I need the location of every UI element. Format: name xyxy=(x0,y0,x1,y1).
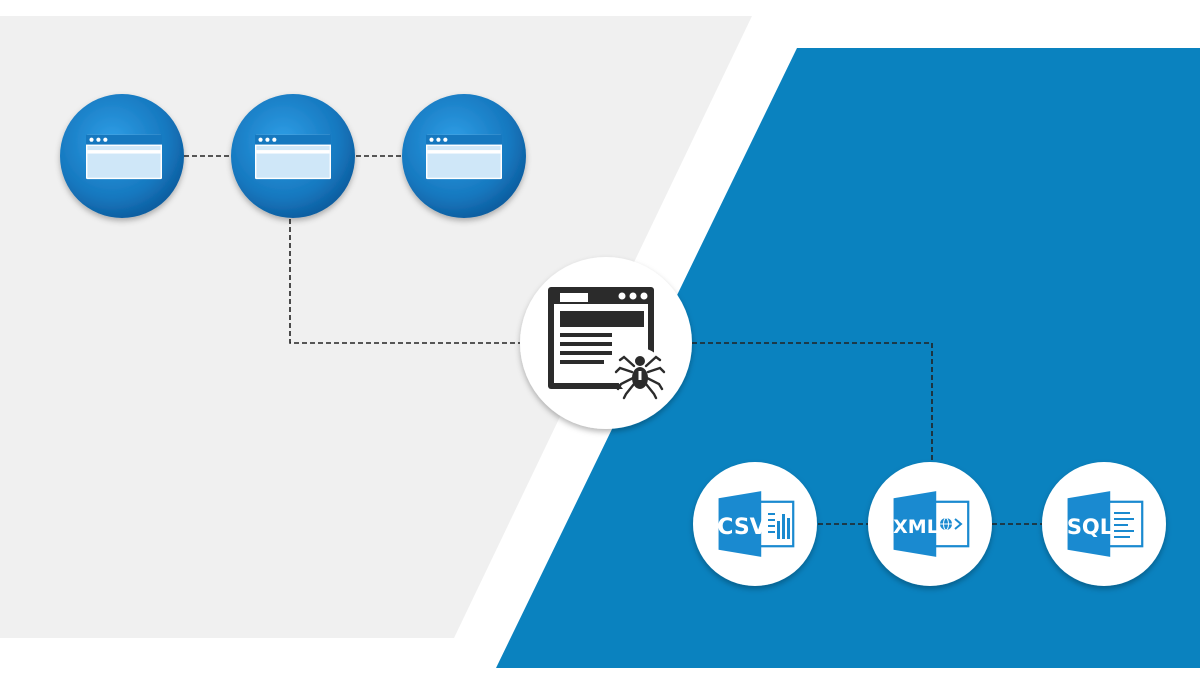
web-page-node-1 xyxy=(60,94,184,218)
output-label: XML xyxy=(893,516,939,538)
output-node-xml: XML xyxy=(868,462,992,586)
csv-file-icon xyxy=(717,490,795,559)
web-page-node-2 xyxy=(231,94,355,218)
browser-window-icon xyxy=(255,134,331,180)
output-label: CSV xyxy=(717,515,766,540)
scraper-node xyxy=(520,257,692,429)
connector-scraper-outputs xyxy=(692,342,933,462)
browser-window-icon xyxy=(426,134,502,180)
browser-window-icon xyxy=(86,134,162,180)
right-panel xyxy=(496,48,1200,668)
left-panel xyxy=(0,16,752,638)
spider-icon xyxy=(614,348,666,400)
xml-file-icon xyxy=(892,490,970,559)
connector-page2-scraper xyxy=(289,219,520,344)
sql-file-icon xyxy=(1066,490,1144,559)
browser-spider-icon xyxy=(548,287,666,400)
web-page-node-3 xyxy=(402,94,526,218)
output-node-sql: SQL xyxy=(1042,462,1166,586)
output-node-csv: CSV xyxy=(693,462,817,586)
output-label: SQL xyxy=(1067,515,1113,539)
